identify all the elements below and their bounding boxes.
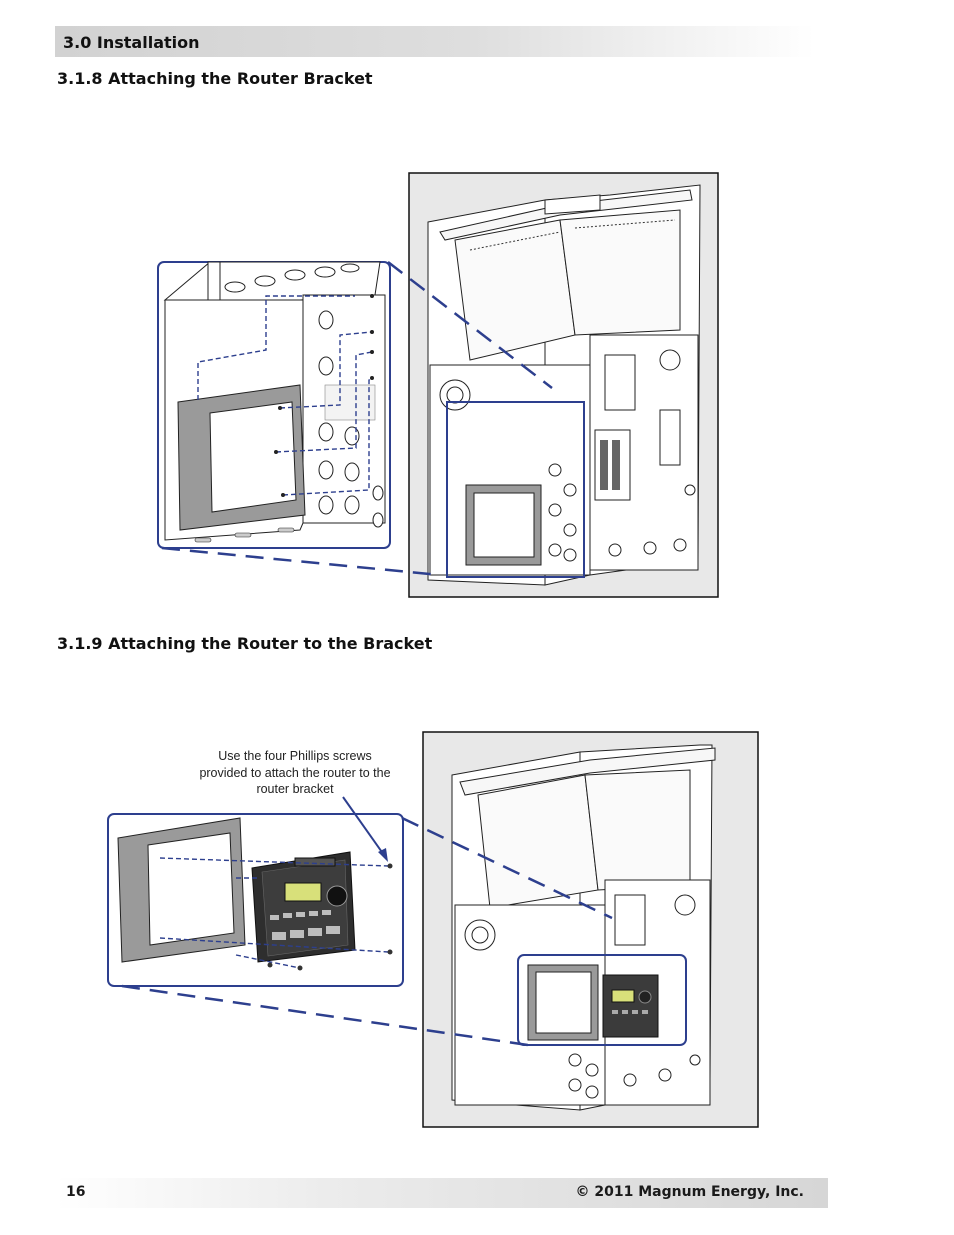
footer-bar [55,1178,828,1208]
figure2-enclosure-panel [422,731,759,1128]
figure2-leader-lines [121,816,613,1047]
section-title: 3.0 Installation [63,33,200,52]
heading-attaching-router-to-bracket: 3.1.9 Attaching the Router to the Bracke… [57,634,433,653]
figure1-leader-lines [161,261,553,577]
page-number: 16 [66,1184,86,1200]
callout-arrow [342,796,388,862]
callout-screw-instructions: Use the four Phillips screws provided to… [199,749,391,796]
figure1-inset-detail [157,261,391,549]
figure1-enclosure-panel [408,172,719,598]
copyright-notice: © 2011 Magnum Energy, Inc. [575,1184,804,1200]
heading-attaching-router-bracket: 3.1.8 Attaching the Router Bracket [57,69,373,88]
section-header-bar [55,26,815,57]
figure2-inset-detail [107,813,404,987]
